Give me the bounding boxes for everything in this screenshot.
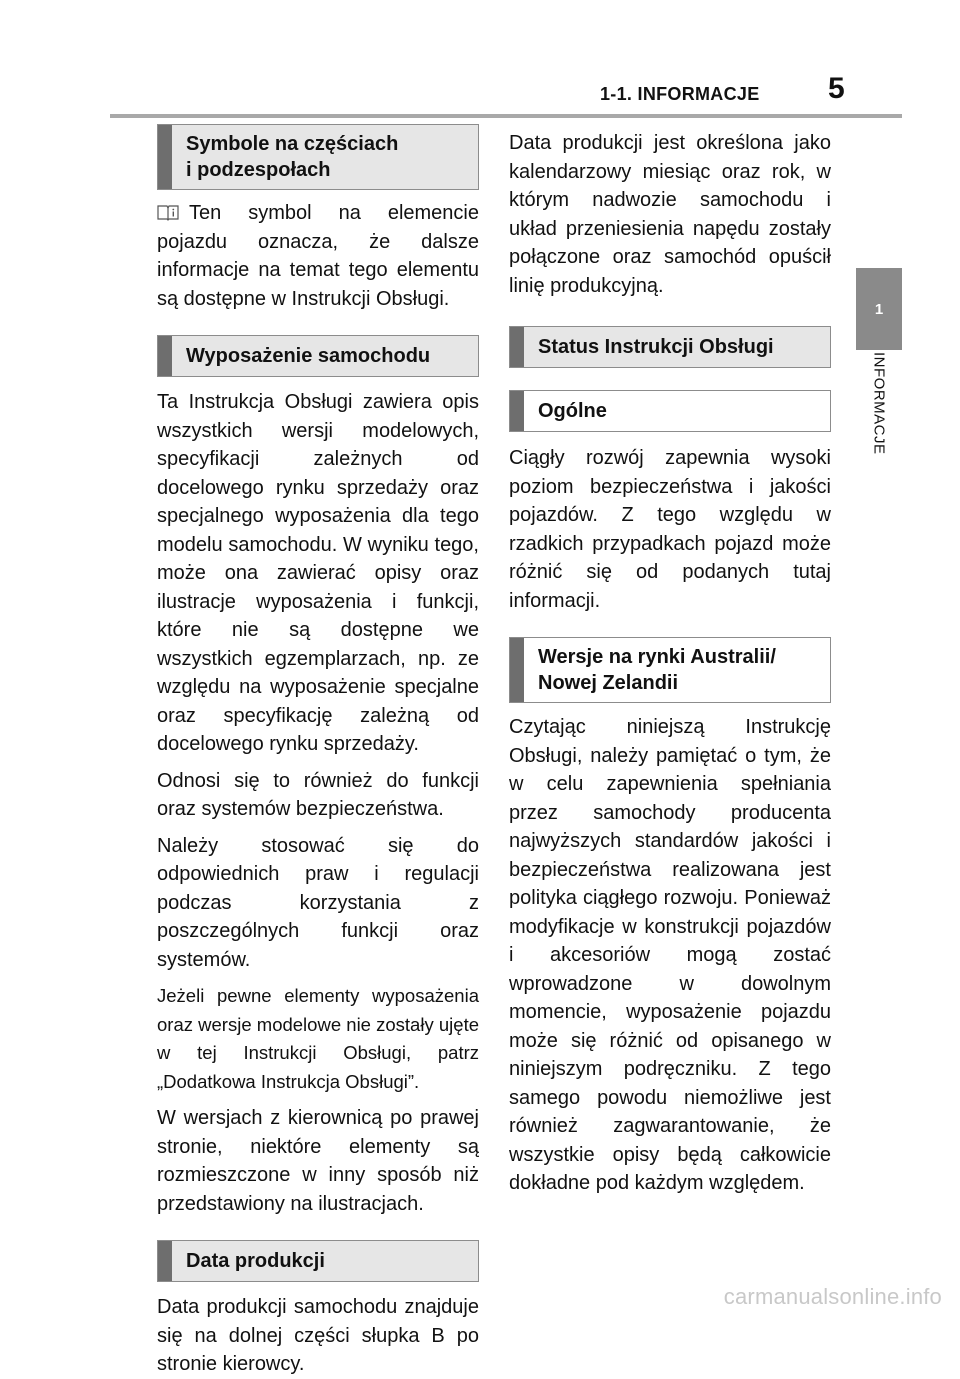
chapter-number: 1 [874, 300, 884, 318]
equipment-paragraph-5: W wersjach z kierownicą po prawej stroni… [157, 1107, 479, 1215]
equipment-paragraph-1: Ta Instrukcja Obsługi zawiera opis wszys… [157, 391, 479, 755]
heading-symbols-line2: i podzespołach [186, 159, 331, 181]
symbols-paragraph: Ten symbol na elemencie pojazdu oznacza,… [157, 199, 479, 313]
production-continued-paragraph: Data produkcji jest określona jako kalen… [509, 132, 831, 297]
general-paragraph: Ciągły rozwój zapewnia wysoki poziom bez… [509, 447, 831, 612]
heading-status: Status Instrukcji Obsługi [538, 336, 774, 358]
left-column: Symbole na częściach i podzespołach Ten … [157, 124, 479, 1379]
section-heading-equipment: Wyposażenie samochodu [157, 335, 479, 377]
equipment-paragraph-2: Odnosi się to również do funkcji oraz sy… [157, 769, 479, 821]
markets-paragraph: Czytając niniejszą Instrukcję Obsługi, n… [509, 716, 831, 1194]
section-title: 1-1. INFORMACJE [600, 84, 760, 104]
right-column: Data produkcji jest określona jako kalen… [509, 124, 831, 1198]
heading-symbols-line1: Symbole na częściach [186, 133, 399, 155]
page-number: 5 [828, 72, 845, 105]
production-paragraph: Data produkcji samochodu znajduje się na… [157, 1296, 479, 1375]
heading-markets-line2: Nowej Zelandii [538, 672, 679, 694]
chapter-label: INFORMACJE [870, 352, 888, 455]
header-divider [110, 114, 902, 118]
subsection-heading-markets: Wersje na rynki Australii/ Nowej Zelandi… [509, 637, 831, 703]
chapter-tab: 1 [856, 268, 902, 350]
equipment-paragraph-4: Jeżeli pewne elementy wyposażenia oraz w… [157, 985, 479, 1092]
heading-general: Ogólne [538, 400, 607, 422]
section-heading-symbols: Symbole na częściach i podzespołach [157, 124, 479, 190]
heading-markets-line1: Wersje na rynki Australii/ [538, 646, 776, 668]
section-heading-production: Data produkcji [157, 1240, 479, 1282]
section-heading-status: Status Instrukcji Obsługi [509, 326, 831, 368]
heading-production: Data produkcji [186, 1250, 325, 1272]
equipment-paragraph-3: Należy stosować się do odpowiednich praw… [157, 834, 479, 971]
book-info-icon [157, 205, 179, 221]
watermark: carmanualsonline.info [723, 1284, 942, 1309]
symbols-text: Ten symbol na elemencie pojazdu oznacza,… [157, 202, 479, 310]
subsection-heading-general: Ogólne [509, 390, 831, 432]
heading-equipment: Wyposażenie samochodu [186, 345, 431, 367]
